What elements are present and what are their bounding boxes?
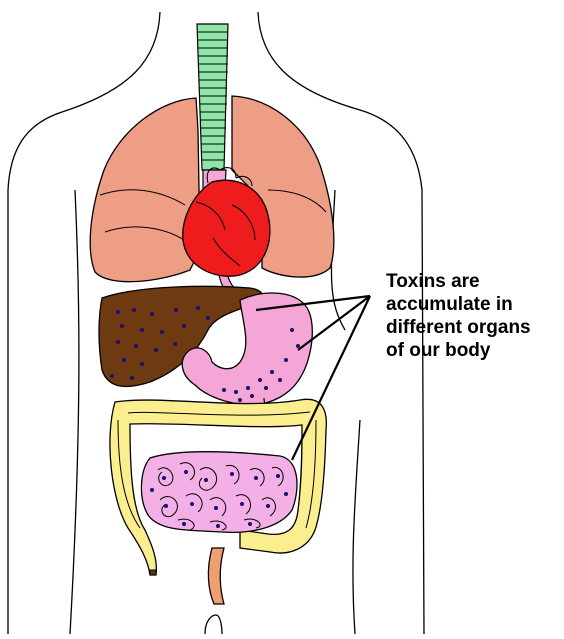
- trachea: [197, 24, 228, 170]
- annotation-line: accumulate in: [386, 293, 562, 316]
- annotation-line: different organs: [386, 316, 562, 339]
- left-lung: [90, 98, 200, 282]
- toxins-annotation: Toxins are accumulate in different organ…: [386, 270, 562, 362]
- annotation-line: Toxins are: [386, 270, 562, 293]
- annotation-line: of our body: [386, 339, 562, 362]
- rectum: [208, 548, 224, 604]
- small-intestine: [141, 452, 297, 533]
